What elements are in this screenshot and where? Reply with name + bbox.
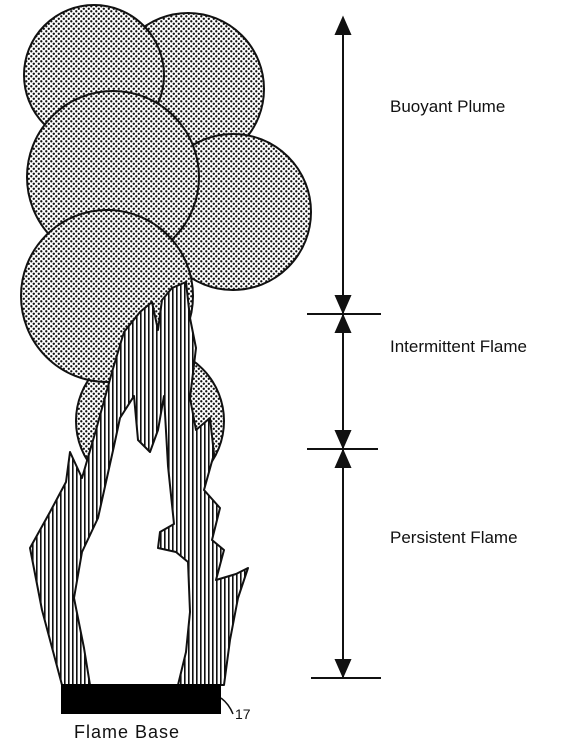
arrow-down-icon <box>336 431 350 447</box>
arrow-up-icon <box>336 316 350 332</box>
zone-label-intermittent-flame: Intermittent Flame <box>390 337 527 357</box>
zone-label-buoyant-plume: Buoyant Plume <box>390 97 505 117</box>
flame-base-label: Flame Base <box>74 722 180 743</box>
height-dimension-lines <box>307 18 381 678</box>
arrow-down-icon <box>336 296 350 312</box>
arrow-up-icon <box>336 18 350 34</box>
flame-base-block <box>61 684 221 714</box>
arrow-down-icon <box>336 660 350 676</box>
zone-label-persistent-flame: Persistent Flame <box>390 528 518 548</box>
arrow-up-icon <box>336 451 350 467</box>
reference-leader <box>221 698 233 714</box>
reference-number: 17 <box>235 706 251 722</box>
